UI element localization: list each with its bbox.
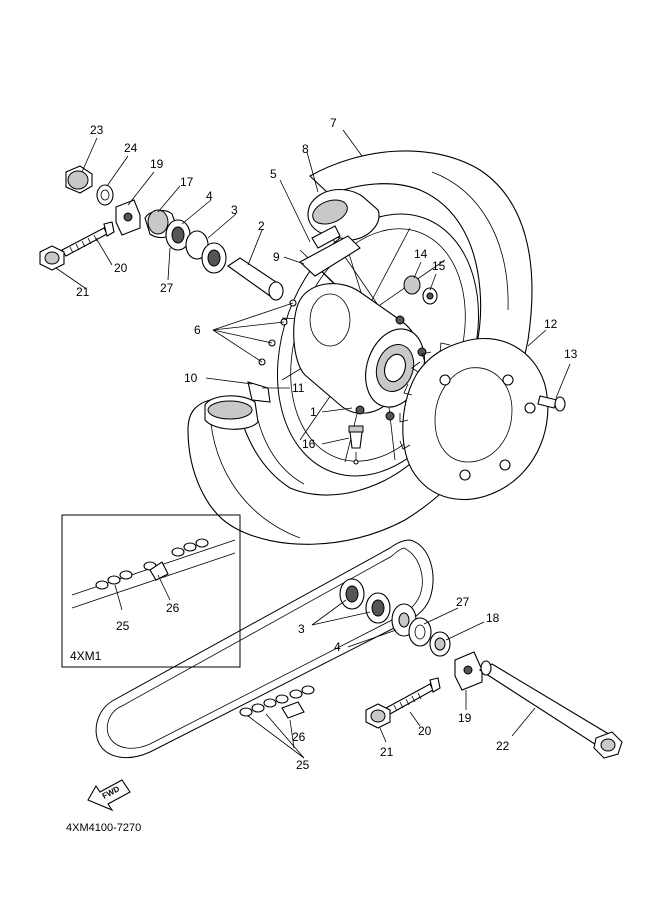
inset-chain-link [95,538,209,590]
callout-12: 12 [544,317,558,331]
callout-27b: 27 [456,595,470,609]
callout-5: 5 [270,167,277,181]
axle-22 [478,663,613,751]
callout-8: 8 [302,142,309,156]
callout-13: 13 [564,347,578,361]
callout-3b: 3 [298,622,305,636]
callout-2: 2 [258,219,265,233]
fwd-arrow-icon: FWD [87,779,131,812]
nut-14-washer-15 [403,275,438,305]
callout-10: 10 [184,371,198,385]
callout-19b: 19 [458,711,472,725]
callout-27a: 27 [160,281,174,295]
callout-labels: 23 24 19 17 4 3 2 20 21 27 7 8 5 9 6 10 … [76,116,578,772]
spoke-nipples [258,299,297,366]
rim-band [204,381,271,430]
callout-7: 7 [330,116,337,130]
inset-4xm1 [61,514,241,668]
washer-24 [96,184,114,206]
callout-21a: 21 [76,285,90,299]
diagram-code: 4XM4100-7270 [66,822,141,834]
callout-24: 24 [124,141,138,155]
lower-axle-components [339,578,623,759]
callout-16: 16 [302,437,316,451]
bolt-20 [61,227,108,257]
callout-22: 22 [496,739,510,753]
callout-1: 1 [310,405,317,419]
callout-21b: 21 [380,745,394,759]
upper-axle-components [39,165,284,301]
callout-23: 23 [90,123,104,137]
bolt-13 [537,395,566,412]
inset-callout-25: 25 [116,619,130,633]
callout-3a: 3 [231,203,238,217]
callout-25: 25 [296,758,310,772]
callout-20a: 20 [114,261,128,275]
bolt-20-lower [385,683,434,715]
callout-20b: 20 [418,724,432,738]
inset-label: 4XM1 [70,649,102,663]
callout-9: 9 [273,250,280,264]
callout-15: 15 [432,259,446,273]
callout-18: 18 [486,611,500,625]
callout-17: 17 [180,175,194,189]
callout-6: 6 [194,323,201,337]
chain-joint-link [239,685,315,719]
rear-sprocket [399,337,549,501]
valve-16 [348,425,364,465]
callout-11: 11 [292,381,305,395]
washer-27 [408,617,432,647]
leader-lines [55,129,571,759]
callout-4a: 4 [206,189,213,203]
callout-19a: 19 [150,157,164,171]
brake-shoe-assembly [299,189,380,277]
callout-4b: 4 [334,640,341,654]
callout-14: 14 [414,247,428,261]
callout-26: 26 [292,730,306,744]
drive-chain [95,539,434,759]
inset-callout-26: 26 [166,601,180,615]
